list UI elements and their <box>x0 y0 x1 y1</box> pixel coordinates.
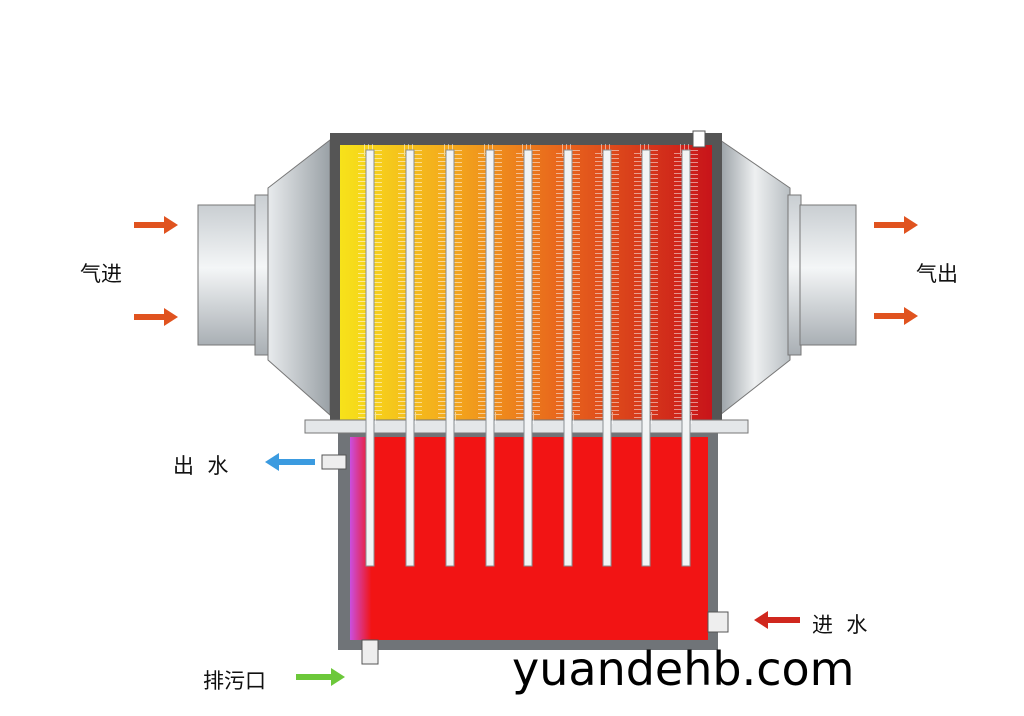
heat-pipe <box>641 149 651 567</box>
drain-label: 排污口 <box>203 669 266 693</box>
water-out-label: 出 水 <box>173 454 229 478</box>
watermark: yuandehb.com <box>512 642 855 696</box>
heat-pipe <box>563 149 573 567</box>
heat-pipe <box>405 149 415 567</box>
heat-pipe <box>602 149 612 567</box>
heat-pipe <box>681 149 691 567</box>
gas-in-label: 气进 <box>80 262 122 286</box>
gas-in-arrow-icon <box>134 216 178 234</box>
heat-pipe <box>365 149 375 567</box>
water-in-label: 进 水 <box>812 613 868 637</box>
heat-pipe <box>485 149 495 567</box>
drain-arrow-icon <box>296 668 345 686</box>
gas-out-label: 气出 <box>916 262 958 286</box>
water-outlet-fitting <box>321 454 347 470</box>
gas-in-arrow-icon <box>134 308 178 326</box>
gas-outlet-duct <box>719 139 857 417</box>
heat-pipe <box>445 149 455 567</box>
water-inlet-fitting <box>707 611 729 633</box>
heat-pipe <box>523 149 533 567</box>
gas-out-arrow-icon <box>874 307 918 325</box>
drain-fitting <box>361 639 379 665</box>
heat-pipes <box>358 144 698 567</box>
water-out-arrow-icon <box>265 453 315 471</box>
gas-out-arrow-icon <box>874 216 918 234</box>
water-in-arrow-icon <box>754 611 800 629</box>
gas-inlet-duct <box>197 138 331 417</box>
